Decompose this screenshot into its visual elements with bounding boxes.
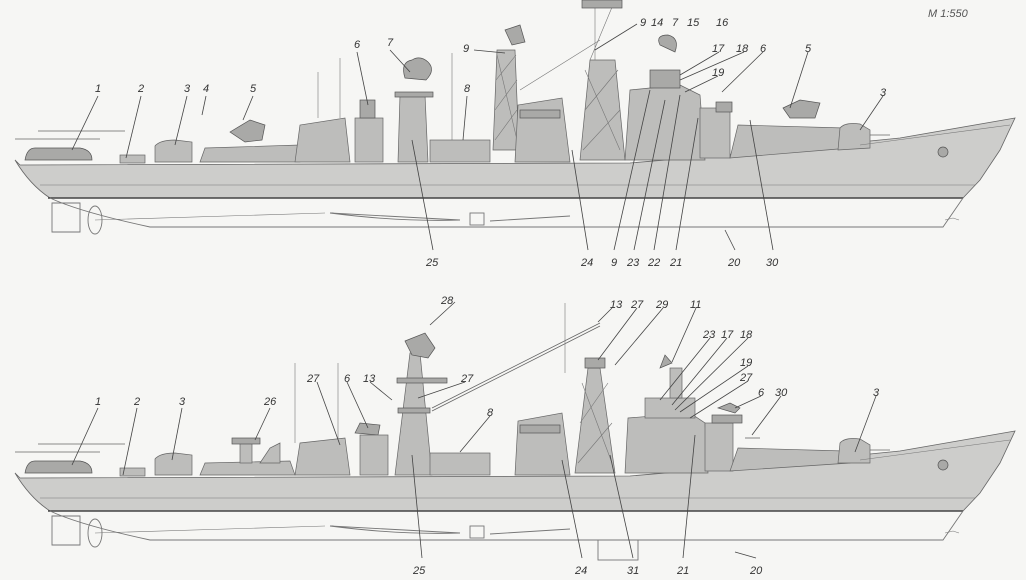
callout-label: 1 <box>95 83 101 95</box>
callout-label: 7 <box>672 17 679 29</box>
callout-label: 19 <box>712 67 724 79</box>
callout-label: 2 <box>133 396 140 408</box>
callout-label: 1 <box>95 396 101 408</box>
callout-label: 21 <box>669 257 682 269</box>
bottom-ship-leader-lines <box>71 301 877 559</box>
callout-label: 25 <box>425 257 439 269</box>
callout-label: 13 <box>363 373 376 385</box>
callout-label: 5 <box>805 43 812 55</box>
callout-label: 18 <box>740 329 753 341</box>
callout-label: 27 <box>306 373 320 385</box>
callout-label: 11 <box>690 299 701 311</box>
bottom-ship-superstructure <box>15 303 1011 477</box>
callout-label: 29 <box>655 299 668 311</box>
callout-label: 3 <box>880 87 887 99</box>
top-ship-leader-lines <box>71 23 884 251</box>
callout-label: 6 <box>760 43 767 55</box>
top-ship: 1 2 3 4 5 6 7 8 9 9 14 7 15 16 17 18 6 1… <box>14 0 1016 269</box>
callout-label: 8 <box>487 407 494 419</box>
callout-label: 20 <box>727 257 741 269</box>
callout-label: 3 <box>184 83 191 95</box>
callout-label: 27 <box>739 372 753 384</box>
top-ship-superstructure <box>15 0 1011 164</box>
callout-label: 18 <box>736 43 749 55</box>
callout-label: 31 <box>627 565 639 577</box>
callout-label: 9 <box>611 257 617 269</box>
callout-label: 27 <box>460 373 474 385</box>
callout-label: 15 <box>687 17 700 29</box>
callout-label: 27 <box>630 299 644 311</box>
callout-label: 6 <box>354 39 361 51</box>
helicopter-icon <box>24 147 93 161</box>
callout-label: 8 <box>464 83 471 95</box>
scale-label: M 1:550 <box>928 8 969 20</box>
callout-label: 23 <box>702 329 716 341</box>
callout-label: 25 <box>412 565 426 577</box>
callout-label: 30 <box>766 257 779 269</box>
bottom-ship-callouts: 1 2 3 26 27 6 13 28 27 8 25 13 27 29 11 … <box>95 295 880 577</box>
callout-label: 6 <box>344 373 351 385</box>
callout-label: 2 <box>137 83 144 95</box>
callout-label: 9 <box>640 17 646 29</box>
callout-label: 17 <box>721 329 734 341</box>
callout-label: 24 <box>580 257 593 269</box>
callout-label: 30 <box>775 387 788 399</box>
callout-label: 13 <box>610 299 623 311</box>
callout-label: 4 <box>203 83 209 95</box>
callout-label: 26 <box>263 396 277 408</box>
callout-label: 14 <box>651 17 663 29</box>
callout-label: 6 <box>758 387 765 399</box>
callout-label: 9 <box>463 43 469 55</box>
helicopter-icon <box>24 460 93 474</box>
callout-label: 5 <box>250 83 257 95</box>
callout-label: 21 <box>676 565 689 577</box>
callout-label: 28 <box>440 295 454 307</box>
callout-label: 16 <box>716 17 729 29</box>
callout-label: 3 <box>873 387 880 399</box>
callout-label: 7 <box>387 37 394 49</box>
callout-label: 22 <box>647 257 660 269</box>
callout-label: 19 <box>740 357 752 369</box>
callout-label: 23 <box>626 257 640 269</box>
callout-label: 24 <box>574 565 587 577</box>
callout-label: 17 <box>712 43 725 55</box>
bottom-ship: 1 2 3 26 27 6 13 28 27 8 25 13 27 29 11 … <box>14 295 1016 577</box>
top-ship-callouts: 1 2 3 4 5 6 7 8 9 9 14 7 15 16 17 18 6 1… <box>95 17 887 269</box>
callout-label: 20 <box>749 565 763 577</box>
callout-label: 3 <box>179 396 186 408</box>
